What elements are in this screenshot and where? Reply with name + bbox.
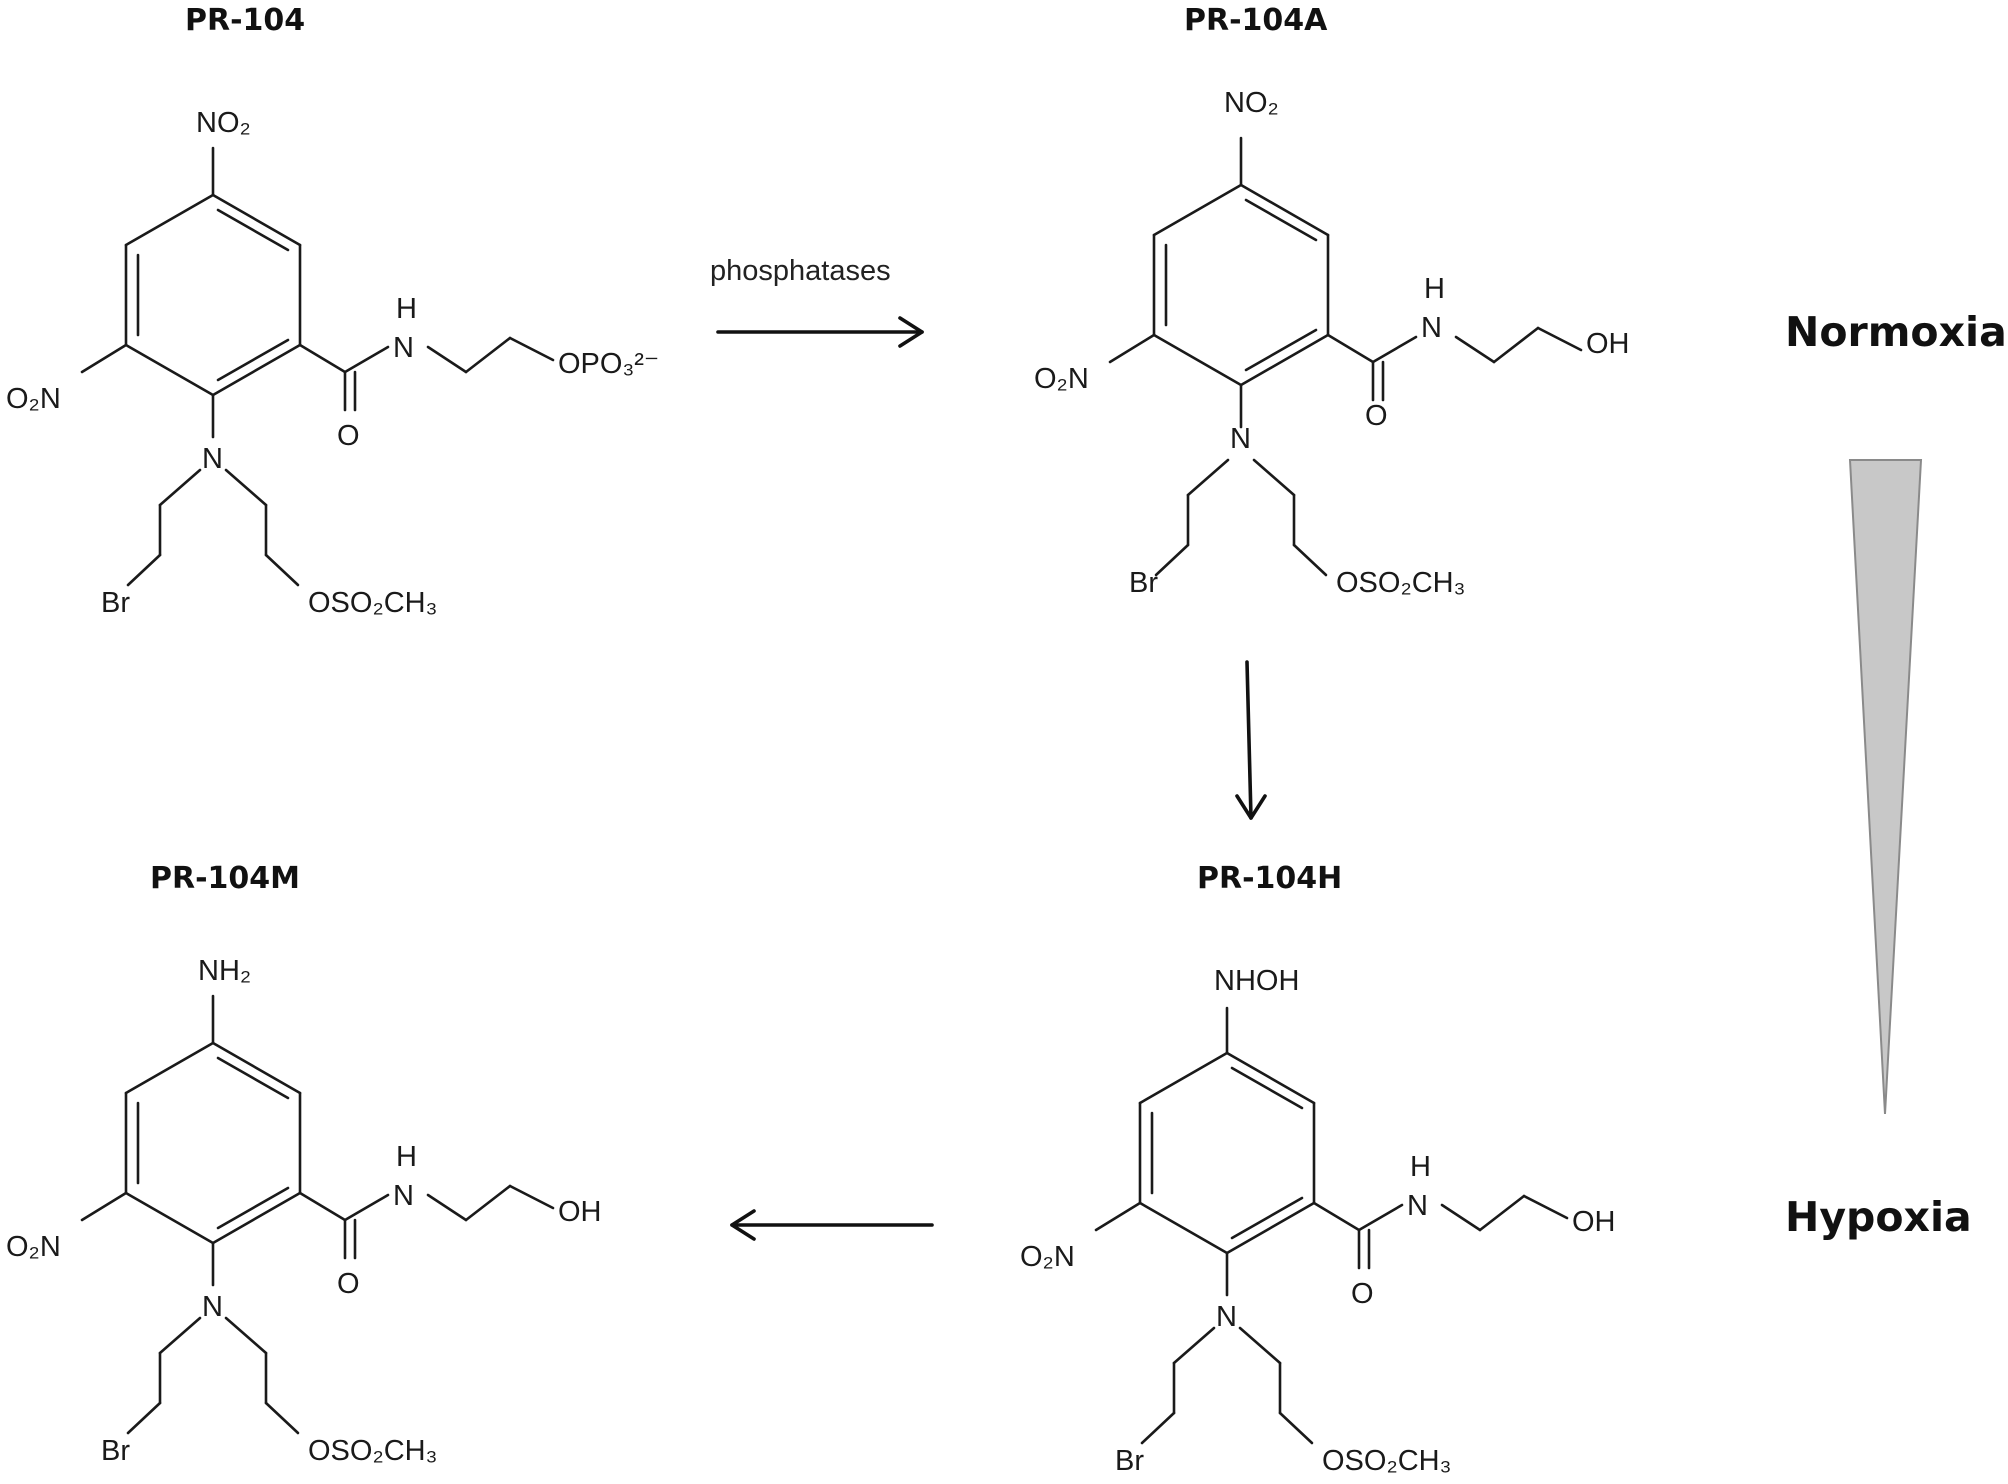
amide-hydrogen: H [396,1141,417,1173]
gradient-wedge [1848,459,1923,1115]
compound-pr104h: PR-104H NHOH O₂N H N O OH N Br OSO₂CH₃ [1020,861,1616,1477]
bromo-group: Br [1129,567,1158,599]
mustard-nitrogen: N [202,443,223,475]
hypoxia-label: Hypoxia [1785,1193,1972,1241]
oxygen-gradient: Normoxia Hypoxia [1785,308,2007,1241]
normoxia-label: Normoxia [1785,308,2007,356]
bromo-group: Br [101,587,130,619]
bromo-group: Br [1115,1445,1144,1477]
amide-hydrogen: H [396,293,417,325]
mesylate-group: OSO₂CH₃ [308,1435,437,1467]
mesylate-group: OSO₂CH₃ [308,587,437,619]
arrow-pr104-to-pr104a: phosphatases [710,255,924,348]
amide-nitrogen: N [1407,1190,1428,1222]
amide-hydrogen: H [1424,273,1445,305]
compound-name: PR-104 [185,3,305,38]
carbonyl-oxygen: O [1351,1278,1374,1310]
nitro-group: O₂N [1034,363,1089,395]
mustard-nitrogen: N [202,1291,223,1323]
terminal-group: OH [1586,328,1630,360]
top-substituent: NH₂ [198,955,251,987]
compound-name: PR-104H [1197,861,1342,896]
nitro-group: O₂N [6,383,61,415]
nitro-group: O₂N [1020,1241,1075,1273]
amide-nitrogen: N [393,1180,414,1212]
top-substituent: NO₂ [1224,87,1279,119]
compound-pr104: PR-104 NO₂ O₂N H N O OPO₃²⁻ N Br OSO₂CH₃ [6,3,659,619]
terminal-group: OPO₃²⁻ [558,348,659,380]
nitro-group: O₂N [6,1231,61,1263]
carbonyl-oxygen: O [337,420,360,452]
arrow-pr104a-to-pr104h [1235,660,1267,820]
compound-name: PR-104M [150,861,300,896]
top-substituent: NHOH [1214,965,1299,997]
carbonyl-oxygen: O [1365,400,1388,432]
compound-pr104m: PR-104M NH₂ O₂N H N O OH N Br OSO₂CH₃ [6,861,602,1467]
compound-name: PR-104A [1184,3,1328,38]
mesylate-group: OSO₂CH₃ [1322,1445,1451,1477]
compound-pr104a: PR-104A NO₂ O₂N H N O OH N Br OSO₂CH₃ [1034,3,1630,599]
amide-nitrogen: N [1421,312,1442,344]
terminal-group: OH [558,1196,602,1228]
arrow-pr104h-to-pr104m [730,1209,934,1241]
top-substituent: NO₂ [196,107,251,139]
amide-hydrogen: H [1410,1151,1431,1183]
bromo-group: Br [101,1435,130,1467]
mustard-nitrogen: N [1230,423,1251,455]
mesylate-group: OSO₂CH₃ [1336,567,1465,599]
carbonyl-oxygen: O [337,1268,360,1300]
terminal-group: OH [1572,1206,1616,1238]
amide-nitrogen: N [393,332,414,364]
phosphatases-label: phosphatases [710,255,891,287]
mustard-nitrogen: N [1216,1301,1237,1333]
